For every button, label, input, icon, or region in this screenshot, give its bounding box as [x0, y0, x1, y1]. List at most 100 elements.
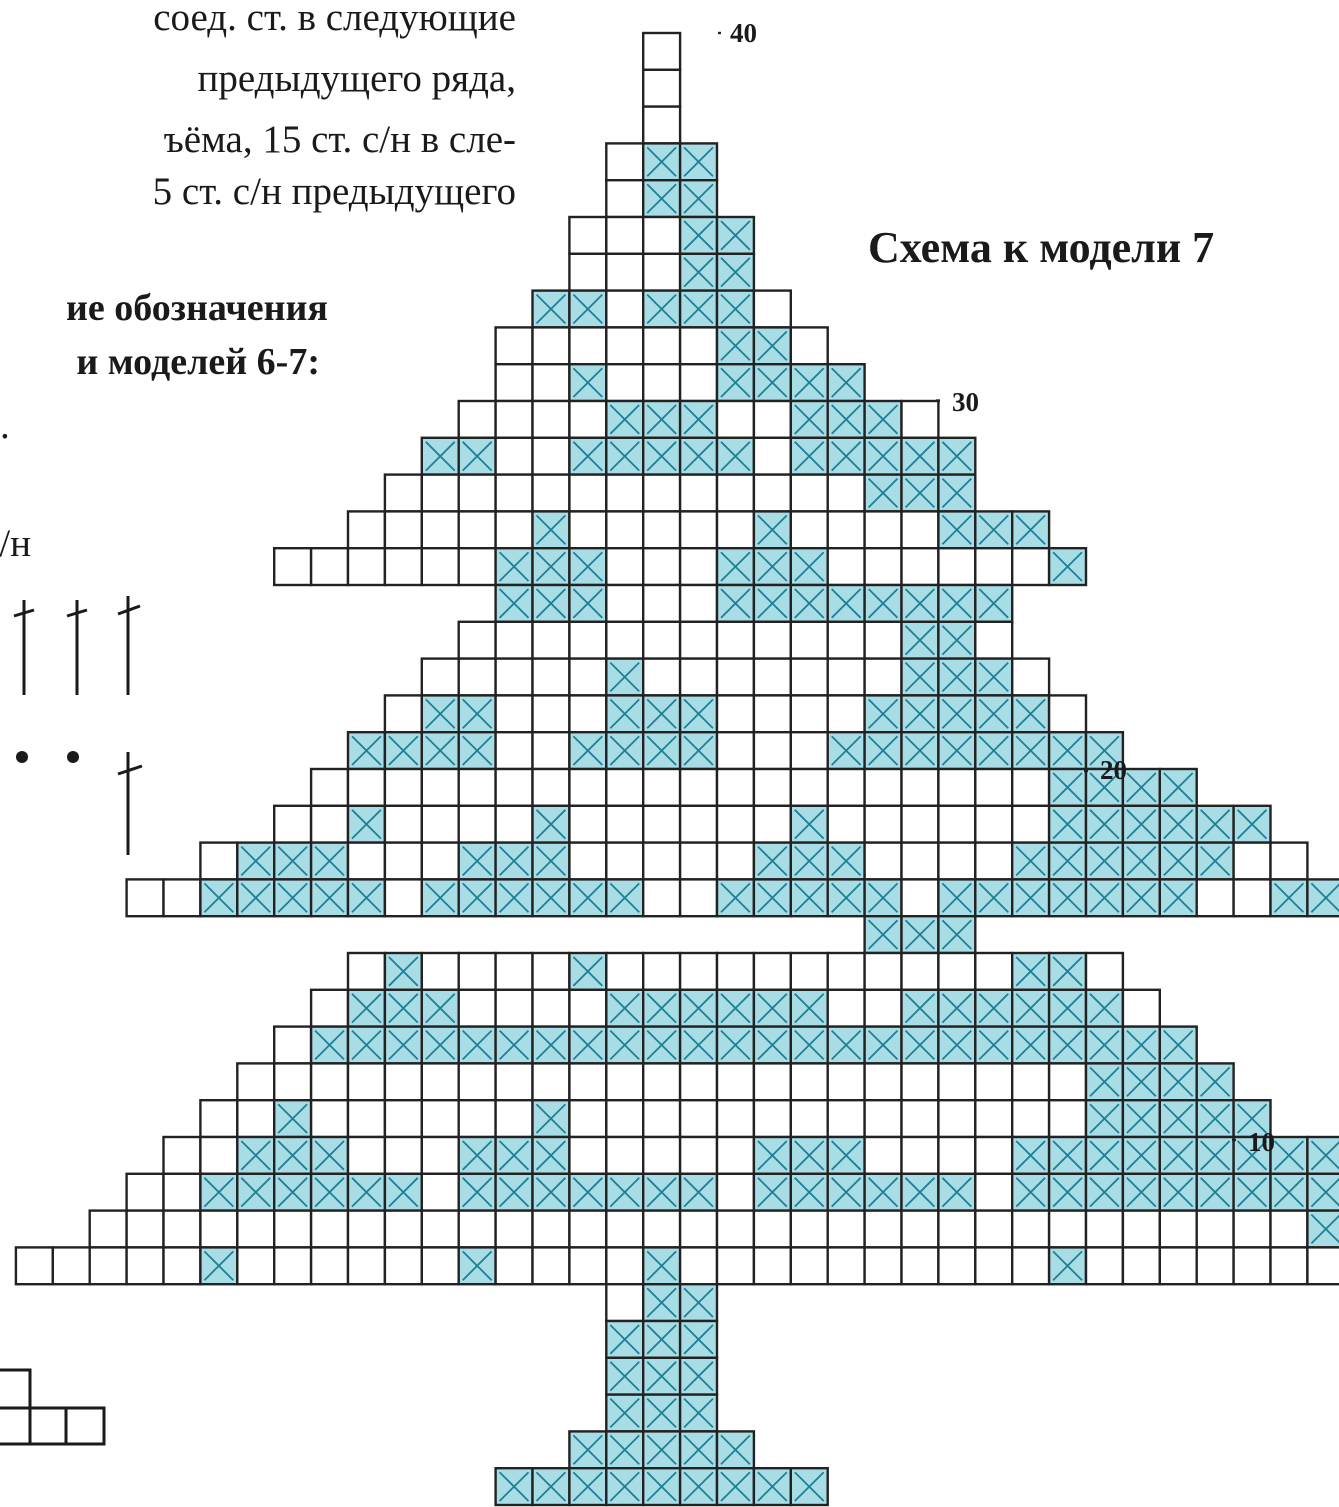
empty-cell	[863, 951, 903, 991]
filled-cell	[1158, 767, 1198, 807]
empty-cell	[715, 1135, 756, 1175]
filled-cell	[1195, 1135, 1235, 1175]
filled-cell	[715, 583, 756, 623]
empty-cell	[383, 510, 423, 550]
empty-cell	[937, 767, 977, 807]
filled-cell	[715, 215, 756, 255]
empty-cell	[383, 547, 423, 587]
empty-cell	[346, 1098, 387, 1139]
filled-cell	[1011, 878, 1051, 918]
filled-cell	[1047, 1172, 1088, 1212]
empty-cell	[678, 657, 719, 697]
filled-cell	[605, 988, 645, 1028]
empty-cell	[863, 1135, 903, 1175]
filled-cell	[605, 1356, 645, 1396]
empty-cell	[900, 767, 940, 807]
empty-cell	[531, 363, 571, 403]
empty-cell	[531, 694, 571, 734]
filled-cell	[531, 841, 571, 881]
empty-cell	[789, 731, 829, 771]
filled-cell	[752, 878, 793, 918]
empty-cell	[789, 510, 829, 550]
filled-cell	[642, 289, 682, 329]
filled-cell	[1011, 731, 1051, 771]
filled-cell	[937, 620, 977, 660]
filled-cell	[494, 583, 534, 623]
empty-cell	[605, 1209, 645, 1249]
empty-cell	[826, 988, 866, 1028]
empty-cell	[605, 1062, 645, 1102]
legend-symbols	[0, 596, 143, 1446]
empty-cell	[642, 363, 682, 403]
filled-cell	[715, 1430, 756, 1470]
filled-cell	[1084, 804, 1125, 844]
filled-cell	[1195, 1172, 1235, 1212]
empty-cell	[826, 804, 866, 844]
empty-cell	[531, 1062, 571, 1102]
empty-cell	[309, 1062, 350, 1102]
empty-cell	[826, 473, 866, 513]
empty-cell	[494, 988, 534, 1028]
empty-cell	[1195, 1209, 1235, 1249]
empty-cell	[642, 767, 682, 807]
empty-cell	[1269, 1246, 1309, 1286]
filled-cell	[1047, 951, 1088, 991]
filled-cell	[1158, 1172, 1198, 1212]
empty-cell	[642, 620, 682, 660]
empty-cell	[863, 620, 903, 660]
empty-cell	[236, 1062, 276, 1102]
empty-cell	[568, 767, 608, 807]
filled-cell	[309, 1172, 350, 1212]
empty-cell	[309, 547, 350, 587]
filled-cell	[678, 1466, 719, 1507]
empty-cell	[494, 1246, 534, 1286]
empty-cell	[715, 1062, 756, 1102]
empty-cell	[494, 363, 534, 403]
empty-cell	[494, 436, 534, 476]
chain-dot-icon	[67, 751, 79, 763]
filled-cell	[715, 1466, 756, 1507]
empty-cell	[568, 252, 608, 292]
empty-cell	[752, 1246, 793, 1286]
filled-cell	[420, 731, 460, 771]
filled-cell	[457, 731, 497, 771]
filled-cell	[568, 1430, 608, 1470]
empty-cell	[642, 841, 682, 881]
empty-cell	[678, 620, 719, 660]
text-line: ъёма, 15 ст. с/н в сле-	[163, 118, 516, 161]
empty-cell	[1121, 988, 1162, 1028]
empty-cell	[125, 1209, 165, 1249]
empty-cell	[1121, 1246, 1162, 1286]
filled-cell	[346, 988, 387, 1028]
chart-title: Схема к модели 7	[868, 223, 1215, 272]
filled-cell	[199, 878, 239, 918]
empty-cell	[789, 694, 829, 734]
empty-cell	[494, 951, 534, 991]
empty-cell	[605, 841, 645, 881]
filled-cell	[678, 1319, 719, 1359]
filled-cell	[531, 1135, 571, 1175]
empty-cell	[974, 1246, 1014, 1286]
filled-cell	[531, 1466, 571, 1507]
filled-cell	[937, 1172, 977, 1212]
empty-cell	[1158, 1246, 1198, 1286]
empty-cell	[715, 694, 756, 734]
empty-cell	[568, 1135, 608, 1175]
empty-cell	[568, 694, 608, 734]
filled-cell	[1047, 1025, 1088, 1065]
filled-cell	[420, 878, 460, 918]
filled-cell	[568, 363, 608, 403]
filled-cell	[678, 215, 719, 255]
filled-cell	[309, 1135, 350, 1175]
double-crochet-symbol	[117, 596, 141, 695]
empty-cell	[974, 804, 1014, 844]
filled-cell	[605, 1466, 645, 1507]
filled-cell	[1121, 767, 1162, 807]
filled-cell	[678, 178, 719, 219]
empty-cell	[1232, 878, 1272, 918]
empty-cell	[420, 1135, 460, 1175]
empty-cell	[420, 657, 460, 697]
filled-cell	[568, 951, 608, 991]
empty-cell	[863, 767, 903, 807]
empty-cell	[937, 951, 977, 991]
